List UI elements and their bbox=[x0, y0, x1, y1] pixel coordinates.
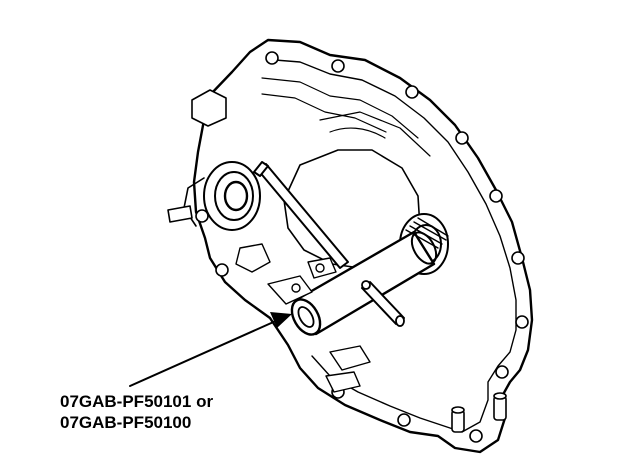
bolt-boss bbox=[331, 59, 345, 73]
spline-shaft bbox=[405, 217, 449, 249]
bore-inner bbox=[223, 180, 249, 212]
lower-left-mechanism bbox=[235, 243, 371, 393]
cross-bar-end bbox=[395, 315, 405, 327]
leader-line bbox=[129, 319, 279, 387]
stud-cap bbox=[451, 406, 465, 414]
bolt-boss bbox=[515, 315, 529, 329]
bolt-boss bbox=[489, 189, 503, 203]
leader-arrowhead bbox=[270, 312, 292, 328]
tube-rear-end bbox=[410, 231, 438, 265]
chamber-rib bbox=[319, 111, 431, 157]
bolt-boss bbox=[405, 85, 419, 99]
bolt-boss bbox=[469, 429, 483, 443]
stud-cap bbox=[493, 392, 507, 400]
left-stud bbox=[167, 205, 193, 223]
tool-part-number-line-2: 07GAB-PF50100 bbox=[60, 413, 192, 432]
bolt-boss bbox=[195, 209, 209, 223]
callout-leader bbox=[129, 312, 292, 387]
bolt-boss bbox=[397, 413, 411, 427]
case-outer-outline bbox=[192, 38, 534, 454]
bolt-boss bbox=[511, 251, 525, 265]
bolt-boss bbox=[265, 51, 279, 65]
left-bearing-bore bbox=[183, 161, 261, 231]
bolt-boss bbox=[215, 263, 229, 277]
upper-left-boss bbox=[191, 89, 227, 127]
bolt-boss bbox=[455, 131, 469, 145]
cross-bar bbox=[361, 280, 405, 327]
cross-bar-top bbox=[361, 280, 371, 290]
bolt-boss bbox=[495, 365, 509, 379]
case-flange-line bbox=[274, 59, 517, 433]
tool-part-number-line-1: 07GAB-PF50101 or bbox=[60, 392, 214, 411]
bore-outer bbox=[203, 161, 261, 231]
handle-rod-bend bbox=[253, 161, 269, 177]
case-upper-ribs bbox=[261, 77, 419, 139]
tube-front-bore bbox=[297, 306, 315, 328]
lower-studs bbox=[451, 392, 507, 433]
bore-mid bbox=[214, 171, 254, 221]
handle-rod bbox=[253, 161, 349, 269]
